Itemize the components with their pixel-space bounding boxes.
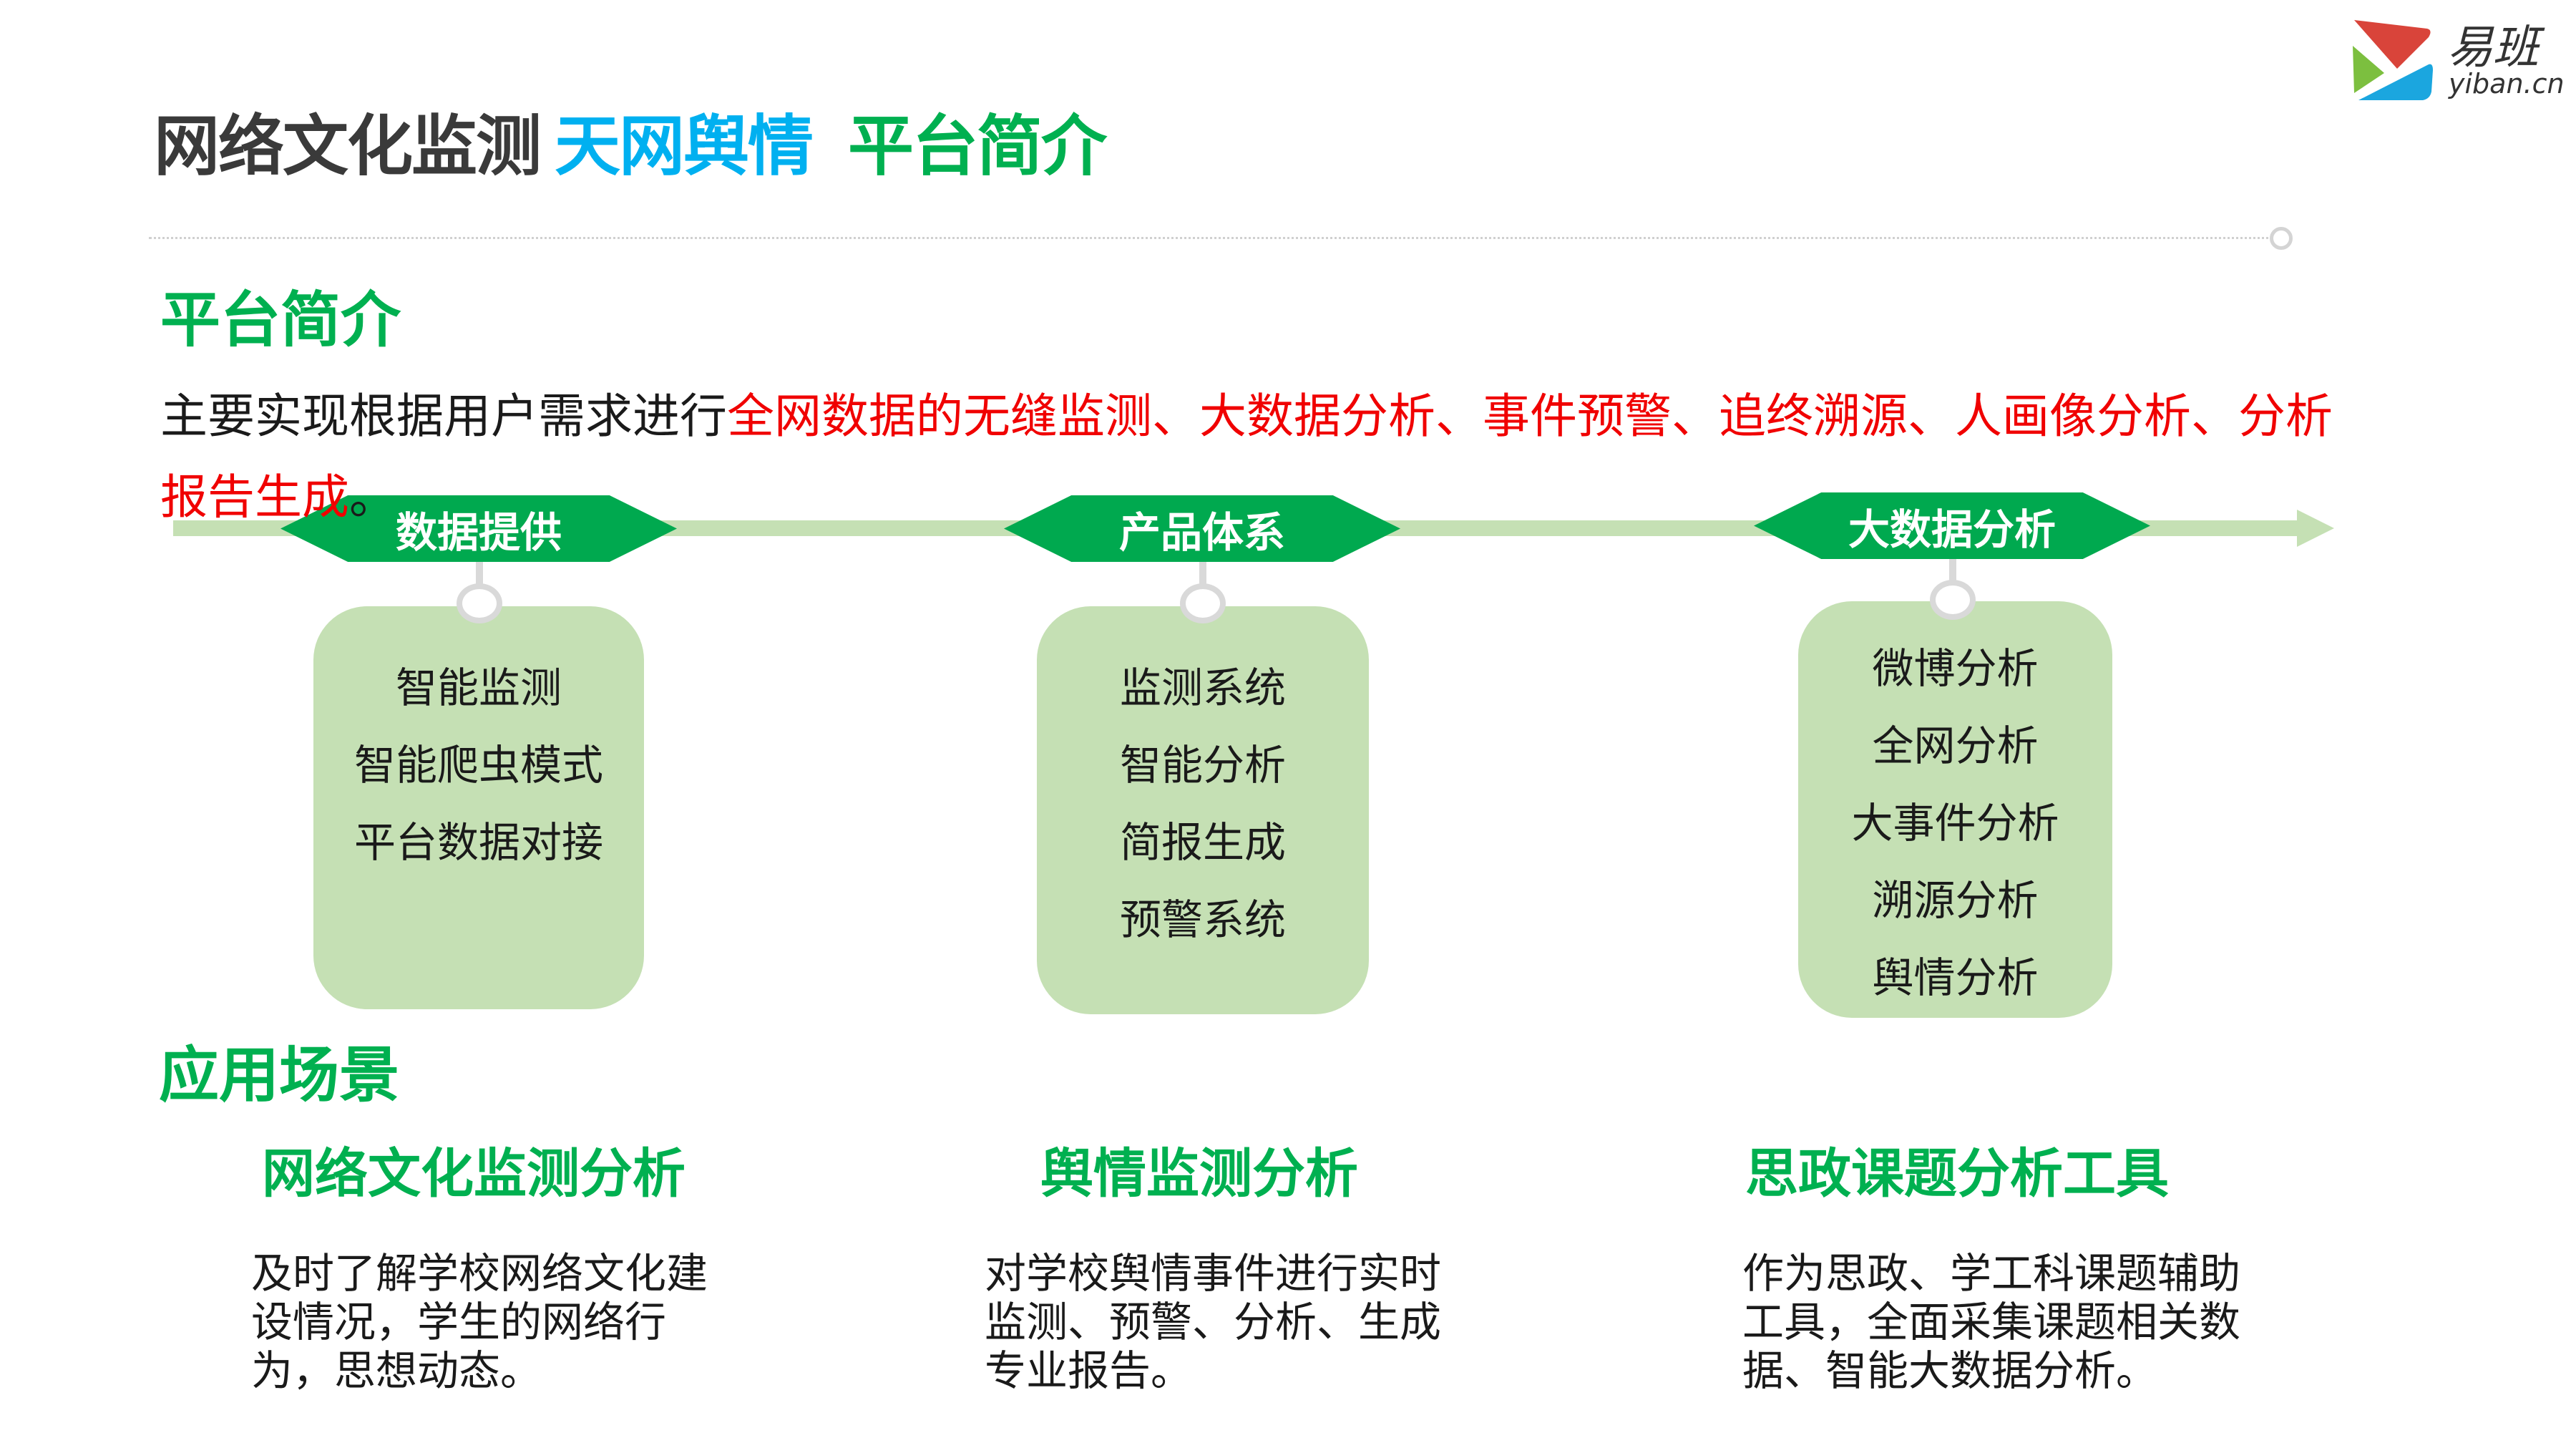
connector-knob xyxy=(1180,583,1226,623)
stage-box-data: 智能监测 智能爬虫模式 平台数据对接 xyxy=(313,606,644,1009)
list-item: 舆情分析 xyxy=(1872,953,2039,1002)
list-item: 大事件分析 xyxy=(1851,799,2059,847)
list-item: 智能分析 xyxy=(1119,741,1286,789)
scenario-description: 及时了解学校网络文化建设情况，学生的网络行为，思想动态。 xyxy=(251,1249,708,1395)
list-item: 简报生成 xyxy=(1119,818,1286,867)
intro-text-suffix: 。 xyxy=(349,470,396,525)
list-item: 智能监测 xyxy=(395,664,562,712)
intro-paragraph: 主要实现根据用户需求进行全网数据的无缝监测、大数据分析、事件预警、追终溯源、人画… xyxy=(160,376,2336,538)
stage-box-product: 监测系统 智能分析 简报生成 预警系统 xyxy=(1037,606,1369,1014)
connector xyxy=(1949,558,1956,594)
connector xyxy=(476,562,483,598)
title-part-3: 平台简介 xyxy=(848,108,1107,185)
scenario-description: 作为思政、学工科课题辅助工具，全面采集课题相关数据、智能大数据分析。 xyxy=(1742,1249,2241,1395)
stage-box-bigdata: 微博分析 全网分析 大事件分析 溯源分析 舆情分析 xyxy=(1798,601,2112,1018)
scenario-title: 舆情监测分析 xyxy=(1040,1143,1358,1205)
list-item: 预警系统 xyxy=(1119,895,1286,944)
list-item: 微博分析 xyxy=(1872,644,2039,693)
intro-text-highlight: 全网数据的无缝监测、大数据分析、事件预警、追终溯源、人画像分析、分析报告生成 xyxy=(160,389,2333,525)
list-item: 平台数据对接 xyxy=(353,818,603,867)
scenario-title: 思政课题分析工具 xyxy=(1745,1143,2169,1205)
list-item: 监测系统 xyxy=(1119,664,1286,712)
divider-line xyxy=(149,237,2274,239)
scenario-title: 网络文化监测分析 xyxy=(262,1143,686,1205)
connector xyxy=(1199,562,1206,598)
intro-heading: 平台简介 xyxy=(160,285,401,355)
svg-text:yiban.cn: yiban.cn xyxy=(2448,68,2565,99)
stage-label-data: 数据提供 xyxy=(280,495,677,562)
list-item: 全网分析 xyxy=(1872,722,2039,770)
title-part-1: 网络文化监测 xyxy=(154,108,542,185)
timeline-arrow-icon xyxy=(2297,510,2334,547)
title-part-2: 天网舆情 xyxy=(555,108,814,185)
list-item: 溯源分析 xyxy=(1872,876,2039,925)
intro-text-prefix: 主要实现根据用户需求进行 xyxy=(160,389,727,444)
connector-knob xyxy=(457,583,502,623)
stage-label-product: 产品体系 xyxy=(1004,495,1400,562)
page-title: 网络文化监测天网舆情平台简介 xyxy=(154,93,1107,188)
list-item: 智能爬虫模式 xyxy=(353,741,603,789)
scenarios-heading: 应用场景 xyxy=(159,1040,400,1110)
scenario-description: 对学校舆情事件进行实时监测、预警、分析、生成专业报告。 xyxy=(985,1249,1442,1395)
divider-end-circle xyxy=(2270,227,2293,250)
stage-label-bigdata: 大数据分析 xyxy=(1754,492,2150,559)
svg-text:易班: 易班 xyxy=(2447,21,2545,74)
connector-knob xyxy=(1930,580,1976,620)
yiban-logo: 易班 yiban.cn xyxy=(2353,20,2565,100)
